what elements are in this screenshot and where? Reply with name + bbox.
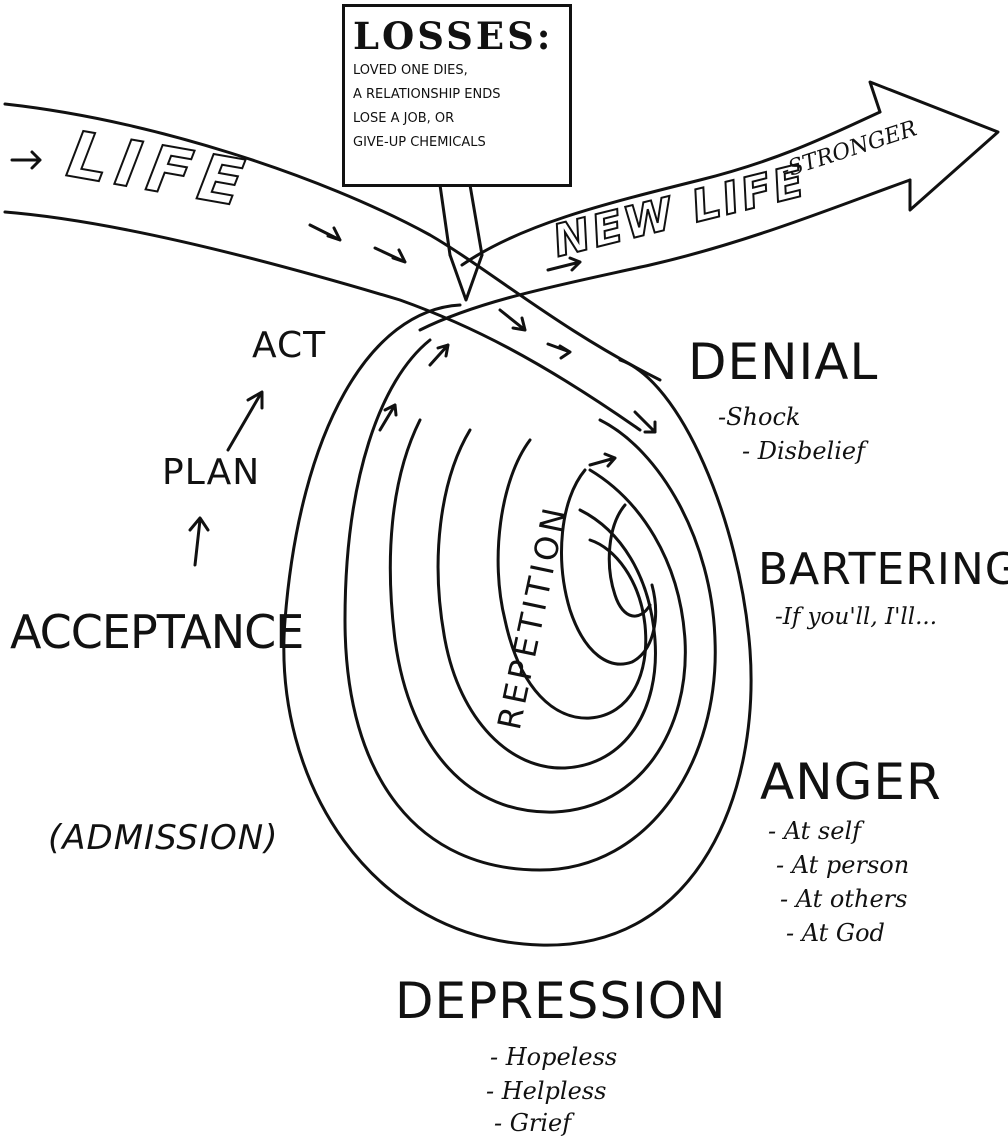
- losses-title: LOSSES:: [353, 13, 561, 59]
- stage-bartering-title: BARTERING: [758, 544, 1008, 595]
- flow-arrow: [375, 248, 405, 262]
- losses-line: GIVE-UP CHEMICALS: [353, 131, 561, 155]
- flow-arrow: [590, 454, 615, 466]
- losses-line: LOSE A JOB, OR: [353, 107, 561, 131]
- stage-depression-title: DEPRESSION: [395, 972, 727, 1030]
- bartering-item: -If you'll, I'll...: [775, 600, 937, 634]
- stage-denial-title: DENIAL: [688, 333, 878, 391]
- stage-act: ACT: [252, 325, 326, 366]
- flow-arrow: [500, 310, 525, 330]
- stage-plan: PLAN: [162, 452, 260, 493]
- anger-item: - At God: [786, 916, 885, 950]
- flow-arrow: [430, 345, 448, 365]
- losses-line: A RELATIONSHIP ENDS: [353, 83, 561, 107]
- denial-item: -Shock: [718, 400, 800, 434]
- depression-item: - Helpless: [486, 1074, 606, 1108]
- act-arrow: [228, 392, 262, 450]
- stage-anger-title: ANGER: [760, 753, 942, 811]
- losses-sign: LOSSES: LOVED ONE DIES, A RELATIONSHIP E…: [342, 4, 572, 187]
- depression-item: - Hopeless: [490, 1040, 617, 1074]
- denial-item: - Disbelief: [742, 434, 865, 468]
- flow-arrow: [548, 344, 570, 358]
- plan-arrow: [190, 518, 208, 565]
- flow-arrow: [12, 152, 40, 168]
- flow-arrow: [310, 225, 340, 240]
- stage-acceptance-title: ACCEPTANCE: [10, 605, 303, 659]
- anger-item: - At self: [768, 814, 861, 848]
- stage-admission: (ADMISSION): [48, 818, 279, 858]
- depression-item: - Grief: [494, 1106, 571, 1140]
- anger-item: - At others: [780, 882, 907, 916]
- life-band-bottom: [5, 212, 640, 430]
- anger-item: - At person: [776, 848, 909, 882]
- sign-post-right: [470, 185, 482, 255]
- losses-line: LOVED ONE DIES,: [353, 59, 561, 83]
